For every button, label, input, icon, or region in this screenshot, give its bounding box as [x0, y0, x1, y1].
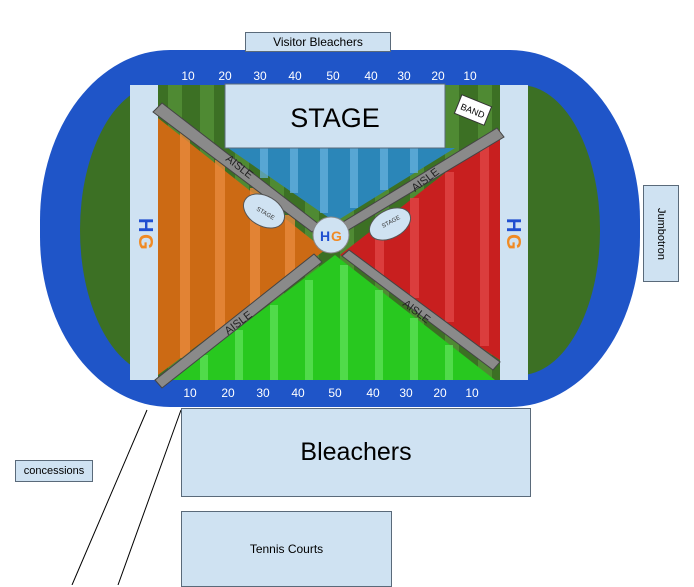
main-stage-label: STAGE — [290, 103, 380, 133]
yard-number-bottom-3: 40 — [291, 386, 305, 400]
concessions: concessions — [15, 460, 93, 482]
section-top-stripes — [260, 148, 418, 213]
aisle-bottom-right — [341, 249, 501, 371]
yard-number-bottom-4: 50 — [328, 386, 342, 400]
yard-number-bottom-5: 40 — [366, 386, 380, 400]
section-left — [158, 118, 325, 375]
band-box: BAND — [453, 94, 493, 126]
hg-right-h: H — [502, 218, 524, 232]
yard-number-bottom-7: 20 — [433, 386, 447, 400]
section-right — [340, 130, 500, 360]
center-hg-g: G — [331, 228, 342, 244]
center-hg-h: H — [320, 228, 330, 244]
yard-number-bottom-0: 10 — [183, 386, 197, 400]
hg-right-g: G — [502, 234, 524, 250]
yard-number-bottom-2: 30 — [256, 386, 270, 400]
walkway-line-left — [71, 409, 148, 585]
main-stage — [224, 83, 446, 149]
walkway-line-right — [117, 409, 182, 585]
section-top — [228, 148, 455, 222]
yard-number-top-6: 30 — [397, 69, 411, 83]
yard-number-top-2: 30 — [253, 69, 267, 83]
aisle-bottom-left — [154, 253, 323, 389]
hg-left: H G — [134, 218, 156, 250]
small-stage-left — [243, 193, 285, 229]
yard-number-bottom-6: 30 — [399, 386, 413, 400]
yard-numbers-top: 10 20 30 40 50 40 30 20 10 — [181, 69, 477, 83]
jumbotron-label: Jumbotron — [655, 207, 668, 260]
yard-number-top-5: 40 — [364, 69, 378, 83]
section-right-stripes — [375, 146, 489, 346]
left-end-panel — [130, 85, 158, 380]
visitor-bleachers: Visitor Bleachers — [245, 32, 391, 52]
hg-left-g: G — [134, 234, 156, 250]
hg-right: H G — [502, 218, 524, 250]
yard-number-bottom-1: 20 — [221, 386, 235, 400]
yard-number-top-0: 10 — [181, 69, 195, 83]
aisles — [152, 102, 505, 389]
yard-number-top-1: 20 — [218, 69, 232, 83]
home-bleachers: Bleachers — [181, 408, 531, 497]
right-end-panel — [500, 85, 528, 380]
small-stage-right — [368, 207, 412, 241]
yard-number-top-7: 20 — [431, 69, 445, 83]
yard-number-bottom-8: 10 — [465, 386, 479, 400]
yard-number-top-3: 40 — [288, 69, 302, 83]
jumbotron: Jumbotron — [643, 185, 679, 282]
section-bottom-stripes — [200, 265, 453, 380]
yard-number-top-4: 50 — [326, 69, 340, 83]
hg-left-h: H — [134, 218, 156, 232]
center-circle — [312, 216, 350, 254]
yard-number-top-8: 10 — [463, 69, 477, 83]
yard-numbers-bottom: 10 20 30 40 50 40 30 20 10 — [183, 386, 479, 400]
tennis-courts: Tennis Courts — [181, 511, 392, 587]
section-left-stripes — [180, 133, 295, 358]
